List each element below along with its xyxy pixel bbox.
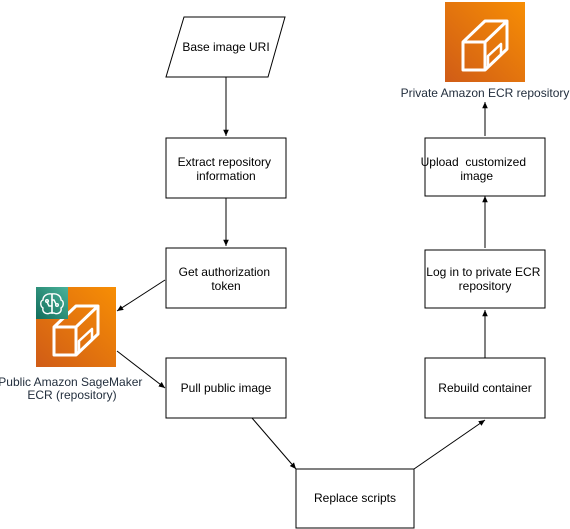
svg-text:Log in to private ECR re: Log in to private ECR repository [426,265,543,293]
brain-icon [40,293,64,315]
private-ecr-caption: Private Amazon ECR repository [401,86,570,100]
base-image-uri-label: Base image URI [182,40,269,54]
upload-customized-image-line-2: image [460,169,493,183]
upload-customized-image-line-1: Upload customized [421,155,526,169]
svg-text:Public Amazon SageMaker: Public Amazon SageMaker ECR (repository) [0,375,146,402]
edge-pull-to-replace [251,417,297,470]
edge-public-ecr-to-pull [116,350,166,389]
pull-public-image-node: Pull public image [165,357,287,419]
svg-text:Extract repository infor: Extract repository information [178,155,275,183]
edge-replace-to-rebuild [413,419,486,470]
public-ecr-caption-line-1: Public Amazon SageMaker [0,375,142,389]
rebuild-container-node: Rebuild container [424,357,546,419]
public-sagemaker-ecr-icon: Public Amazon SageMaker ECR (repository) [0,287,146,402]
get-authorization-token-line-1: Get authorization [179,265,270,279]
log-in-private-ecr-node: Log in to private ECR repository [424,249,546,309]
upload-customized-image-node: Upload customized image [421,137,550,197]
replace-scripts-label: Replace scripts [314,491,396,505]
svg-text:Get authorization token: Get authorization token [179,265,274,293]
base-image-uri-node: Base image URI [165,16,286,78]
private-ecr-icon: Private Amazon ECR repository [401,2,570,100]
log-in-private-ecr-line-2: repository [459,279,512,293]
ecr-container-glyph [461,19,509,72]
ecr-container-glyph [52,304,100,357]
get-authorization-token-node: Get authorization token [165,247,287,309]
rebuild-container-label: Rebuild container [438,381,531,395]
replace-scripts-node: Replace scripts [295,468,415,529]
public-ecr-caption-line-2: ECR (repository) [27,388,116,402]
edge-token-to-public-ecr [116,279,166,312]
pull-public-image-label: Pull public image [181,381,272,395]
get-authorization-token-line-2: token [211,279,240,293]
log-in-private-ecr-line-1: Log in to private ECR [426,265,540,279]
extract-repository-information-node: Extract repository information [165,137,287,199]
svg-text:Upload customized image: Upload customized image [421,155,550,183]
extract-repository-information-line-2: information [196,169,255,183]
extract-repository-information-line-1: Extract repository [178,155,271,169]
edges [116,77,488,470]
